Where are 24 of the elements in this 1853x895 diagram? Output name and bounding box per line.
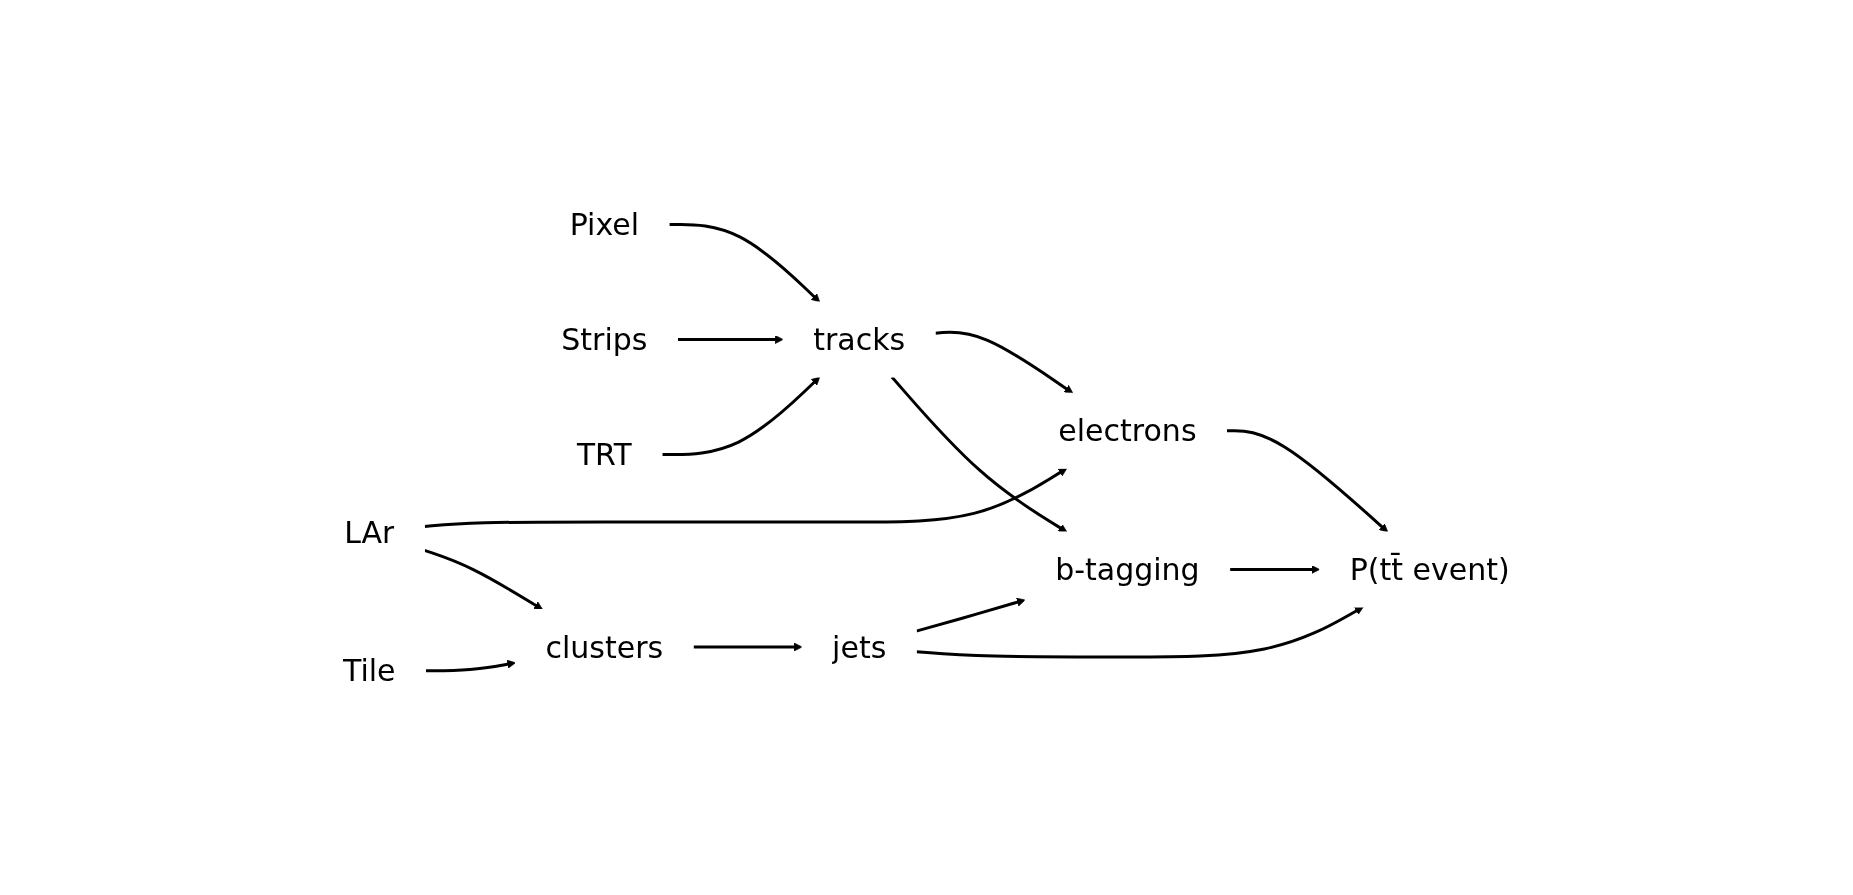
node-text: Tile bbox=[343, 653, 396, 689]
node-text: b-tagging bbox=[1055, 551, 1200, 587]
arrow bbox=[425, 659, 517, 673]
arrow bbox=[935, 330, 1074, 394]
node-text: tracks bbox=[813, 321, 906, 357]
node-text: jets bbox=[832, 629, 887, 665]
arrow bbox=[424, 548, 544, 610]
node-text: TRT bbox=[576, 436, 633, 472]
arrow bbox=[424, 467, 1068, 528]
node-text: LAr bbox=[344, 514, 395, 550]
node-text: Pixel bbox=[569, 206, 640, 242]
node-text: electrons bbox=[1058, 413, 1197, 449]
arrow bbox=[1229, 565, 1321, 574]
arrow bbox=[662, 376, 821, 456]
arrow bbox=[1226, 429, 1389, 533]
arrow bbox=[890, 375, 1068, 533]
arrow bbox=[693, 642, 803, 652]
node-text: P(tt̄ event) bbox=[1349, 551, 1510, 587]
arrow bbox=[916, 597, 1026, 633]
arrow bbox=[916, 606, 1364, 659]
arrow bbox=[677, 335, 784, 344]
node-text: Strips bbox=[561, 321, 648, 357]
arrow bbox=[669, 222, 821, 303]
node-text: clusters bbox=[545, 629, 664, 665]
